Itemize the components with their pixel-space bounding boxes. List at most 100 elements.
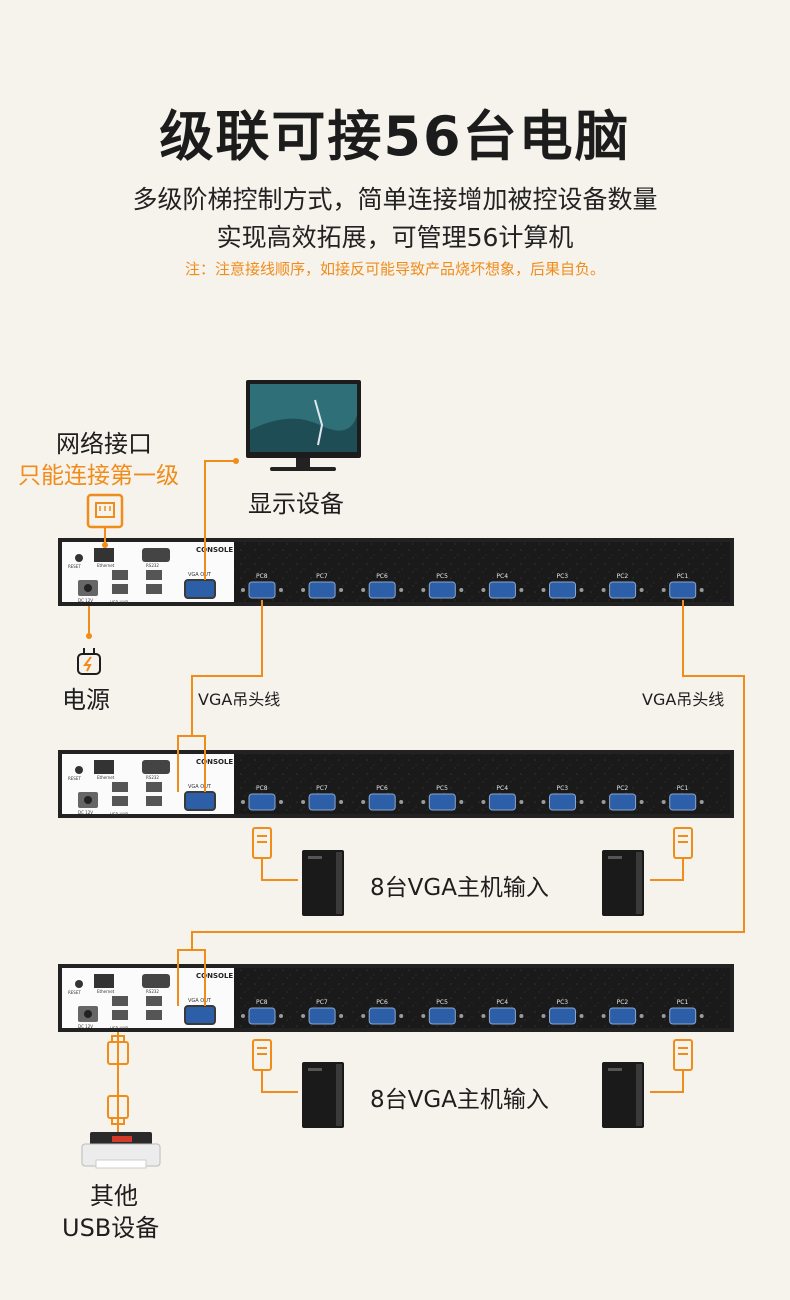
port-screw — [339, 588, 344, 592]
port-label-pc1: PC1 — [677, 999, 689, 1006]
vga-port-pc8 — [248, 793, 276, 811]
port-screw — [601, 588, 606, 592]
vga-connectors — [252, 827, 693, 1071]
usb-hub-label-1: USB HUB — [110, 600, 128, 605]
dc-label-3: DC 12V — [78, 1024, 93, 1029]
port-label-pc7: PC7 — [316, 999, 328, 1006]
port-label-pc2: PC2 — [617, 573, 629, 580]
port-screw — [699, 800, 704, 804]
printer-icon — [81, 1132, 161, 1169]
port-screw — [699, 1014, 704, 1018]
port-label-pc1: PC1 — [677, 785, 689, 792]
hosts-level-2-label: 8台VGA主机输入 — [370, 875, 549, 901]
port-label-pc4: PC4 — [496, 785, 508, 792]
reset-label-2: RESET — [68, 776, 81, 781]
cable-vga-right — [177, 600, 745, 1006]
vga-connector-icon — [673, 827, 693, 859]
cable-host-l3-right — [650, 1070, 684, 1093]
vga-out-label-1: VGA OUT — [188, 572, 212, 578]
console-panel-2 — [75, 760, 216, 811]
desktop-tower-icon — [302, 1062, 344, 1128]
vga-port-pc6 — [368, 793, 396, 811]
ethernet-label-2: Ethernet — [97, 775, 115, 780]
cable-monitor — [204, 460, 236, 580]
vga-port-pc7 — [308, 793, 336, 811]
port-screw — [459, 588, 464, 592]
console-label-1: CONSOLE — [196, 546, 233, 554]
port-label-pc5: PC5 — [436, 999, 448, 1006]
port-screw — [661, 1014, 666, 1018]
port-label-pc4: PC4 — [496, 999, 508, 1006]
port-screw — [639, 588, 644, 592]
port-label-pc2: PC2 — [617, 785, 629, 792]
vga-port-pc8 — [248, 1007, 276, 1025]
subtitle-line-1: 多级阶梯控制方式，简单连接增加被控设备数量 — [132, 185, 658, 214]
port-screw — [519, 1014, 524, 1018]
port-screw — [399, 1014, 404, 1018]
port-screw — [579, 800, 584, 804]
port-screw — [661, 588, 666, 592]
port-screw — [421, 800, 426, 804]
console-label-3: CONSOLE — [196, 972, 233, 980]
port-screw — [481, 588, 486, 592]
port-screw — [361, 800, 366, 804]
port-label-pc5: PC5 — [436, 785, 448, 792]
port-label-pc1: PC1 — [677, 573, 689, 580]
usb-device-label-line-1: 其他 — [90, 1182, 138, 1210]
vga-cable-right-label: VGA吊头线 — [642, 690, 725, 709]
port-screw — [481, 800, 486, 804]
subtitle-line-2: 实现高效拓展，可管理56计算机 — [216, 223, 574, 252]
port-label-pc8: PC8 — [256, 573, 268, 580]
usb-connector-icon — [107, 1035, 129, 1125]
port-screw — [459, 800, 464, 804]
ethernet-label-1: Ethernet — [97, 563, 115, 568]
cable-host-l2-right — [650, 858, 684, 881]
dc-label-1: DC 12V — [78, 598, 93, 603]
usb-hub-label-3: USB HUB — [110, 1026, 128, 1031]
port-label-pc3: PC3 — [557, 785, 569, 792]
port-screw — [279, 588, 283, 592]
port-label-pc6: PC6 — [376, 999, 388, 1006]
vga-out-label-2: VGA OUT — [188, 784, 212, 790]
network-port-label: 网络接口 — [56, 430, 152, 458]
vga-port-pc4 — [488, 1007, 516, 1025]
vga-port-pc6 — [368, 581, 396, 599]
network-port-note: 只能连接第一级 — [18, 463, 179, 489]
port-label-pc6: PC6 — [376, 785, 388, 792]
port-label-pc4: PC4 — [496, 573, 508, 580]
cable-host-l3-left — [261, 1070, 298, 1093]
warning-note: 注：注意接线顺序，如接反可能导致产品烧坏想象，后果自负。 — [184, 260, 605, 278]
port-label-pc8: PC8 — [256, 785, 268, 792]
port-screw — [601, 1014, 606, 1018]
vga-port-pc2 — [609, 1007, 637, 1025]
port-label-pc2: PC2 — [617, 999, 629, 1006]
port-screw — [399, 588, 404, 592]
vga-port-pc3 — [549, 793, 576, 811]
hosts-level-3-label: 8台VGA主机输入 — [370, 1087, 549, 1113]
port-screw — [279, 800, 283, 804]
port-screw — [459, 1014, 464, 1018]
vga-port-pc7 — [308, 581, 336, 599]
console-panel-1 — [75, 548, 216, 599]
port-screw — [639, 1014, 644, 1018]
vga-port-pc7 — [308, 1007, 336, 1025]
power-plug-icon — [77, 648, 101, 675]
port-screw — [421, 1014, 426, 1018]
cable-vga-left — [177, 600, 263, 792]
vga-port-pc8 — [248, 581, 276, 599]
vga-port-pc2 — [609, 793, 637, 811]
port-screw — [279, 1014, 283, 1018]
port-screw — [241, 588, 245, 592]
vga-port-pc4 — [488, 793, 516, 811]
port-screw — [339, 800, 344, 804]
port-label-pc5: PC5 — [436, 573, 448, 580]
port-screw — [541, 800, 546, 804]
port-screw — [481, 1014, 486, 1018]
power-label: 电源 — [62, 686, 110, 714]
port-screw — [301, 1014, 306, 1018]
port-screw — [361, 588, 366, 592]
desktop-tower-icon — [602, 850, 644, 916]
port-screw — [519, 800, 524, 804]
